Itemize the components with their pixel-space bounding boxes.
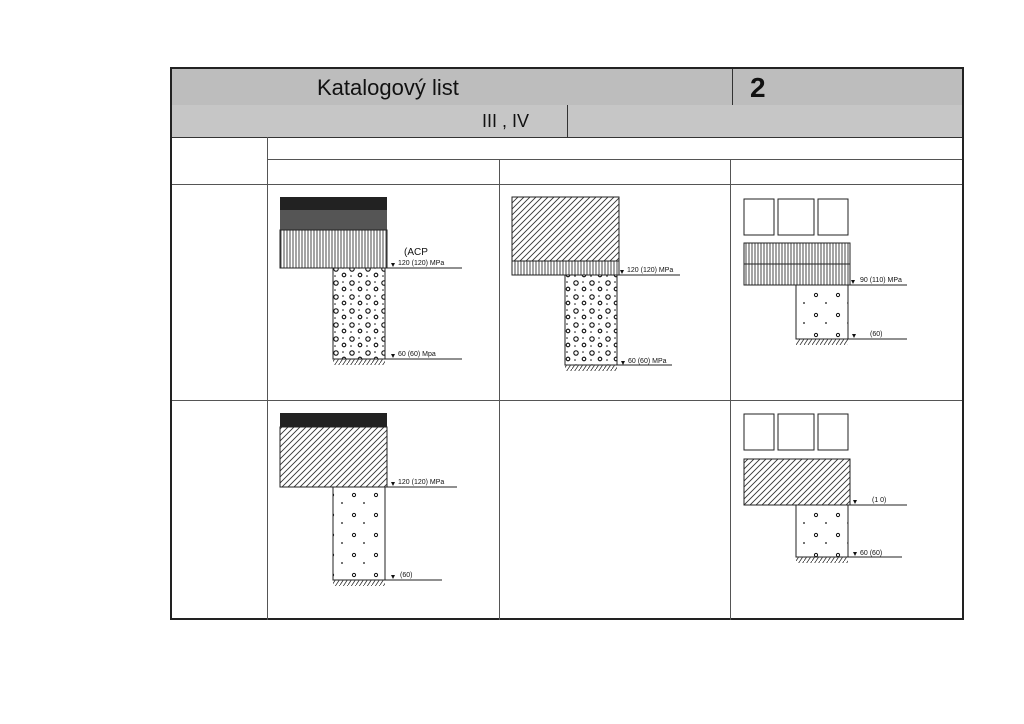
diagram-r1c2 [511,196,680,371]
title-band: Katalogový list 2 [172,69,962,106]
catalog-sheet: Katalogový list 2 III , IV [170,67,964,620]
r2c3-top-label: (1 0) [872,497,887,504]
r1c3-top-label: 90 (110) MPa [860,277,902,284]
grid-col-line [499,159,500,620]
r1c2-bottom-label: 60 (60) MPa [628,358,667,365]
pavement-diagrams [279,196,907,586]
r1c2-top-label: 120 (120) MPa [627,267,674,274]
sheet-title: Katalogový list [317,75,459,100]
grid-row-line [267,159,962,160]
grid-row-line [172,184,962,185]
r1c1-annotation: (ACP [404,247,428,258]
grid-col-line [267,137,268,620]
diagram-r2c1 [279,413,457,586]
diagram-r1c3 [743,198,907,345]
diagram-r2c3 [743,413,907,563]
traffic-classes: III , IV [482,111,530,131]
r1c1-top-label: 120 (120) MPa [398,260,445,267]
grid-row-line [172,400,962,401]
sheet-number: 2 [750,72,766,103]
r2c3-bottom-label: 60 (60) [860,550,883,557]
r1c1-bottom-label: 60 (60) Mpa [398,351,436,358]
r2c1-bottom-label: (60) [400,572,413,579]
title-divider [732,69,733,105]
class-divider [567,105,568,137]
r1c3-bottom-label: (60) [870,331,883,338]
grid-col-line [730,159,731,620]
diagram-r1c1 [279,197,462,365]
r2c1-top-label: 120 (120) MPa [398,479,445,486]
